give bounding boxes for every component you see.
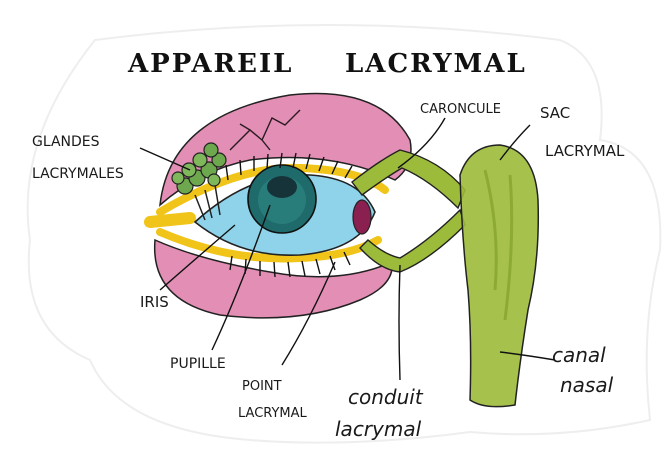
label-glandes-1: GLANDES [32, 134, 100, 150]
label-pupille: PUPILLE [170, 356, 226, 372]
pupil [267, 176, 297, 198]
label-conduit-1: conduit [348, 385, 424, 409]
title-word-1: APPAREIL [127, 49, 293, 79]
title-word-2: LACRYMAL [345, 49, 527, 79]
label-canal-1: canal [552, 343, 606, 367]
label-point-1: POINT [242, 379, 282, 394]
label-sac-1: SAC [540, 104, 570, 122]
label-sac-2: LACRYMAL [545, 142, 625, 160]
label-iris: IRIS [140, 293, 169, 311]
label-glandes-2: LACRYMALES [32, 166, 124, 182]
label-conduit-2: lacrymal [335, 417, 422, 441]
medial-margin-left [150, 218, 190, 222]
label-point-2: LACRYMAL [238, 406, 308, 421]
caruncle [353, 200, 371, 234]
label-caroncule: CARONCULE [420, 102, 501, 117]
label-canal-2: nasal [560, 373, 614, 397]
